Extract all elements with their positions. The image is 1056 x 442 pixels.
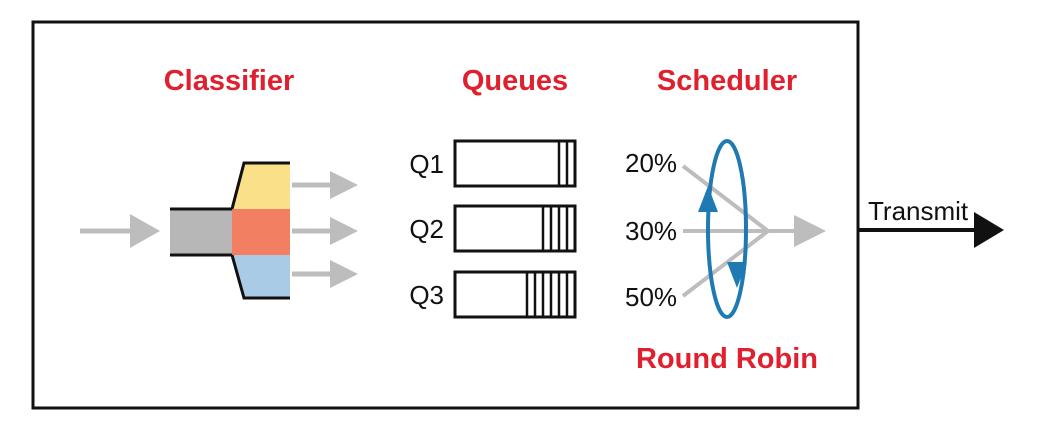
queues-heading: Queues: [462, 65, 568, 97]
transmit-arrow: [858, 212, 1004, 248]
input-arrow: [80, 214, 160, 248]
classifier-output-arrows: [292, 171, 358, 288]
weight-q3: 50%: [625, 282, 677, 312]
input-pipe: [170, 210, 232, 254]
queue-label: Q1: [409, 149, 444, 179]
queue-2: Q2: [409, 204, 577, 253]
queue-buffer: [453, 139, 577, 188]
band-blue: [232, 255, 290, 298]
round-robin-cycle: [698, 139, 748, 319]
queue-3: Q3: [409, 270, 577, 319]
weight-q1: 20%: [625, 148, 677, 178]
band-orange: [232, 209, 290, 255]
queue-label: Q2: [409, 214, 444, 244]
transmit-label: Transmit: [868, 196, 969, 226]
scheduler-merge-lines: [681, 164, 826, 298]
queue-buffer: [453, 270, 577, 319]
classifier-heading: Classifier: [164, 65, 295, 97]
round-robin-label: Round Robin: [636, 343, 818, 375]
classifier-funnel: [170, 161, 290, 300]
queue-buffer: [453, 204, 577, 253]
band-yellow: [232, 163, 290, 209]
queue-label: Q3: [409, 280, 444, 310]
scheduler-heading: Scheduler: [657, 65, 797, 97]
weight-q2: 30%: [625, 216, 677, 246]
queue-1: Q1: [409, 139, 577, 188]
